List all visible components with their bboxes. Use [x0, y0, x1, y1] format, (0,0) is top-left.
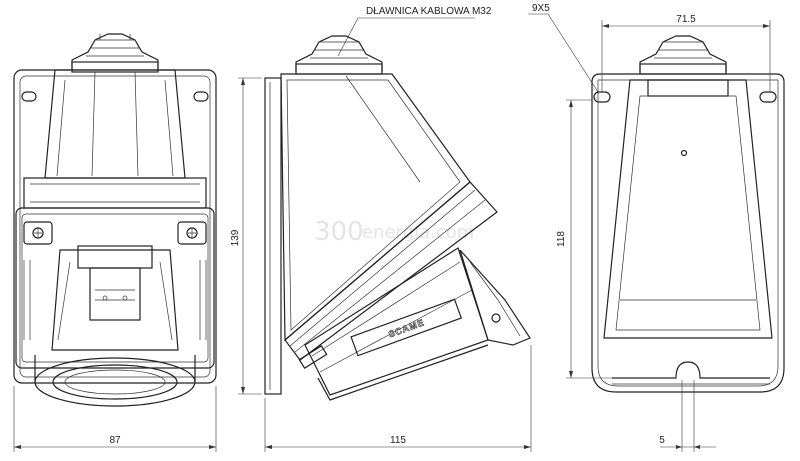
front-view — [13, 33, 217, 407]
dim-front-width-label: 87 — [109, 435, 121, 446]
side-view: SCAME — [264, 35, 531, 401]
gland-leader: DŁAWNICA KABLOWA M32 — [337, 6, 492, 57]
dimension-side-height: 139 — [230, 77, 262, 395]
gland-label: DŁAWNICA KABLOWA M32 — [366, 6, 492, 17]
dimension-side-width: 115 — [264, 345, 532, 452]
watermark-domain: energia.com — [362, 222, 474, 243]
dimension-front-width: 87 — [13, 386, 217, 452]
dimension-back-height: 118 — [556, 99, 676, 379]
dim-side-width-label: 115 — [390, 435, 406, 446]
dim-side-height-label: 139 — [230, 229, 241, 246]
dim-back-height-label: 118 — [556, 231, 567, 247]
dim-back-top-width-label: 71.5 — [676, 14, 696, 25]
brand-label: SCAME — [387, 317, 426, 339]
watermark-number: 300 — [314, 217, 364, 247]
back-view — [591, 35, 785, 393]
hole-label: 9X5 — [532, 3, 550, 14]
hole-leader: 9X5 — [528, 3, 599, 93]
watermark: 300 energia.com — [314, 217, 474, 247]
dimension-back-top-width: 71.5 — [601, 14, 771, 92]
dimension-back-bottom-width: 5 — [659, 380, 716, 452]
dim-back-bottom-width-label: 5 — [659, 435, 665, 446]
